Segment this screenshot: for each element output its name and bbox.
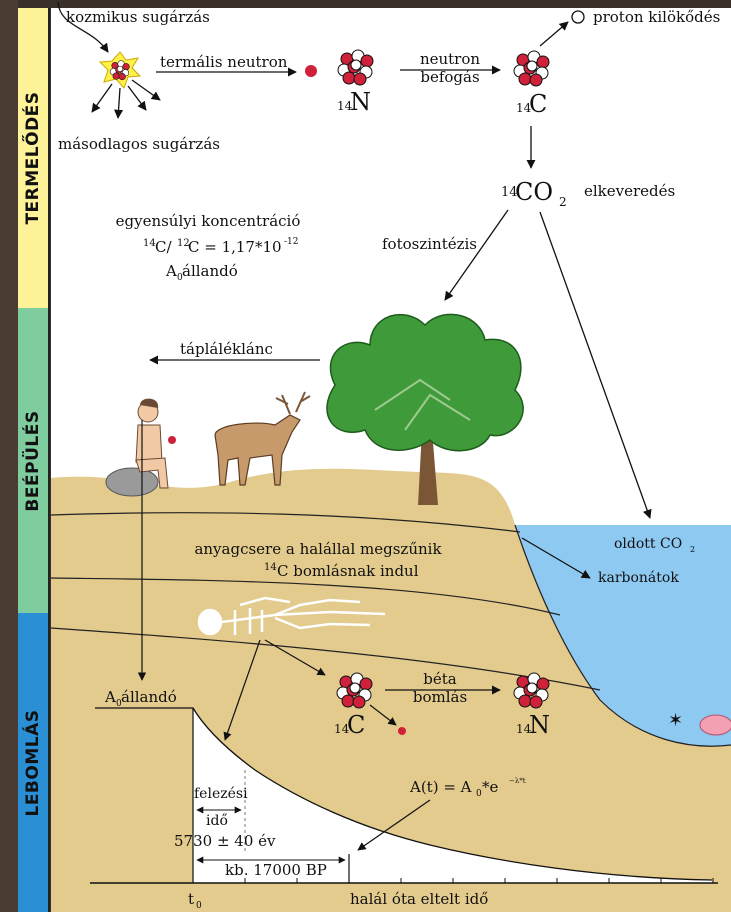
ratio-exponent: -12	[284, 237, 299, 247]
neutron	[305, 65, 317, 77]
formula-part-a: A(t) = A	[409, 778, 472, 796]
food-chain-label: tápláléklánc	[180, 340, 273, 358]
half-life-value: 5730 ± 40 év	[174, 832, 276, 850]
metabolism-stops-label: anyagcsere a halállal megszűnik	[194, 540, 442, 558]
proton-label: proton kilökődés	[593, 8, 720, 26]
beta-label-2: bomlás	[413, 688, 467, 706]
x-axis-label: halál óta eltelt idő	[350, 890, 488, 908]
c14-decay-symbol: C	[347, 711, 365, 739]
n14-decay-symbol: N	[529, 711, 550, 739]
equilibrium-label: egyensúlyi koncentráció	[116, 212, 301, 230]
ratio-part-2: C = 1,17*10	[188, 238, 282, 256]
dissolved-co2-label: oldott CO	[614, 536, 682, 552]
t0-subscript: 0	[196, 901, 202, 911]
ratio-part-1: C/	[155, 238, 172, 256]
half-life-label-1: felezési	[194, 786, 248, 802]
photosynthesis-label: fotoszintézis	[382, 235, 477, 253]
proton	[572, 11, 584, 23]
t0-label: t	[188, 890, 194, 908]
decay-starts-mass: 14	[264, 562, 277, 573]
a0-constant-A: A	[165, 262, 177, 280]
bp-value: kb. 17000 BP	[225, 861, 327, 879]
carbonates-label: karbonátok	[598, 570, 679, 586]
electron	[398, 727, 406, 735]
secondary-radiation-label: másodlagos sugárzás	[58, 135, 220, 153]
beta-label-1: béta	[423, 670, 457, 688]
a0-level-A: A	[104, 688, 116, 706]
n14-symbol: N	[350, 88, 371, 116]
shell	[700, 715, 731, 735]
a0-level-rest: állandó	[121, 688, 177, 706]
formula-exponent: −λ*t	[509, 777, 526, 785]
decay-starts-label: C bomlásnak indul	[277, 562, 419, 580]
dissolved-co2-sub: 2	[690, 545, 695, 554]
cosmic-ray-label: kozmikus sugárzás	[66, 8, 210, 26]
thermal-neutron-label: termális neutron	[160, 53, 288, 71]
co2-subscript: 2	[559, 195, 567, 209]
co2-symbol: CO	[515, 178, 553, 206]
neutron-capture-label-1: neutron	[420, 50, 480, 68]
ratio-mass-14: 14	[143, 238, 156, 249]
c14-symbol: C	[529, 90, 547, 118]
mixing-label: elkeveredés	[584, 182, 675, 200]
a0-constant-rest: állandó	[182, 262, 238, 280]
half-life-label-2: idő	[206, 813, 228, 829]
formula-part-b: *e	[482, 778, 499, 796]
starfish: ✶	[668, 710, 683, 731]
neutron-capture-label-2: befogás	[420, 68, 479, 86]
